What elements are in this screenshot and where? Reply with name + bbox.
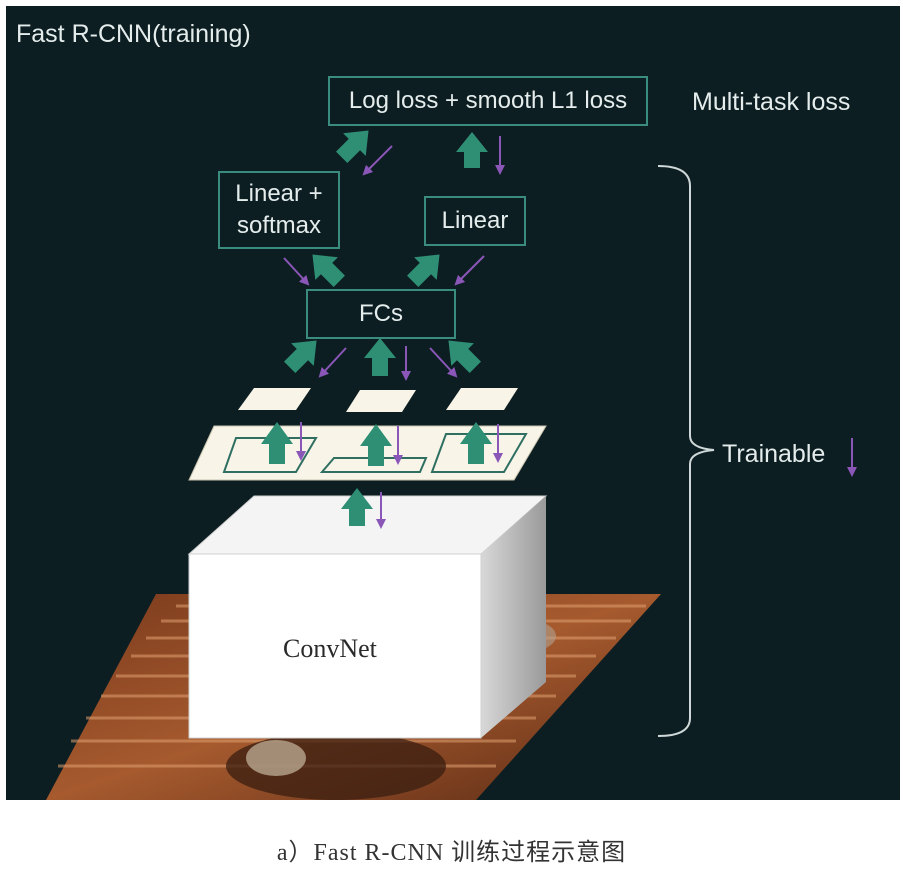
fcs-box: FCs (306, 289, 456, 339)
backward-arrow-fcs-right (429, 347, 458, 378)
roi-feature-middle (346, 390, 416, 412)
forward-arrow-fcs-middle (364, 338, 396, 376)
backward-arrows (283, 136, 857, 529)
linear-label: Linear (441, 207, 509, 234)
trainable-label: Trainable (722, 440, 826, 468)
forward-arrow-image-to-convnet (341, 488, 373, 526)
roi-feature-left (238, 388, 311, 410)
figure-title: Fast R-CNN(training) (16, 20, 251, 48)
loss-box: Log loss + smooth L1 loss (328, 76, 648, 126)
forward-arrow-roi-middle (360, 424, 392, 466)
backward-arrow-linear (454, 255, 485, 286)
backward-arrow-loss-left (362, 145, 393, 176)
fcs-label: FCs (359, 300, 403, 327)
linear-softmax-line1: Linear + (235, 180, 323, 207)
backward-arrow-fcs-left (318, 347, 347, 378)
feature-map (188, 425, 547, 481)
forward-arrow-fcs-right (448, 340, 481, 373)
linear-softmax-line2: softmax (236, 212, 322, 239)
figure-caption: a）Fast R-CNN 训练过程示意图 (276, 840, 627, 866)
forward-arrow-linear-softmax (312, 254, 345, 287)
linear-box: Linear (424, 196, 526, 246)
diagram-canvas (46, 130, 857, 800)
figure-panel: Fast R-CNN(training) Log loss + smooth L… (6, 6, 900, 800)
loss-label: Log loss + smooth L1 loss (348, 87, 628, 114)
forward-arrow-roi-right (460, 422, 492, 464)
roi-feature-right (446, 388, 518, 410)
backward-arrow-linear-softmax (283, 257, 310, 286)
multitask-loss-label: Multi-task loss (692, 88, 851, 116)
forward-arrow-loss-right (456, 132, 488, 168)
forward-arrows (261, 130, 492, 526)
forward-arrow-fcs-left (284, 340, 317, 373)
convnet-box (187, 495, 548, 739)
trainable-bracket (657, 165, 715, 737)
convnet-label: ConvNet (283, 634, 377, 663)
linear-softmax-box: Linear + softmax (218, 171, 340, 249)
forward-arrow-roi-left (261, 422, 293, 464)
forward-arrow-linear (407, 254, 440, 287)
forward-arrow-loss-left (336, 130, 369, 163)
